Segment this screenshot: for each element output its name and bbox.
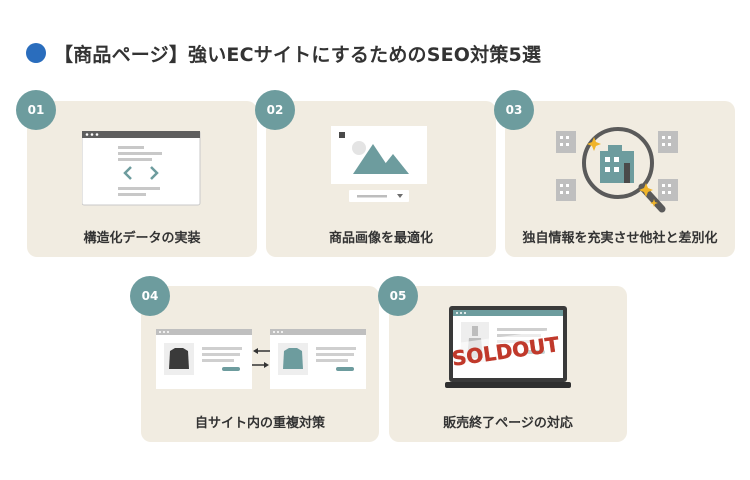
magnifier-building-icon bbox=[556, 127, 678, 213]
card-number-badge: 01 bbox=[16, 90, 56, 130]
soldout-monitor-icon: SOLDOUT bbox=[445, 306, 571, 388]
card-number-badge: 03 bbox=[494, 90, 534, 130]
image-optimize-icon bbox=[331, 126, 427, 202]
card-label: 独自情報を充実させ他社と差別化 bbox=[522, 231, 718, 246]
card-duplicate-content: 自サイト内の重複対策 bbox=[141, 286, 379, 442]
card-image-optimize: 商品画像を最適化 bbox=[266, 101, 496, 257]
page-heading: 【商品ページ】強いECサイトにするためのSEO対策5選 bbox=[26, 38, 541, 68]
card-number-badge: 05 bbox=[378, 276, 418, 316]
card-discontinued-page: SOLDOUT 販売終了ページの対応 bbox=[389, 286, 627, 442]
duplicate-pages-icon bbox=[156, 329, 366, 389]
card-label: 販売終了ページの対応 bbox=[443, 416, 573, 431]
code-window-icon bbox=[82, 131, 201, 206]
card-number-badge: 04 bbox=[130, 276, 170, 316]
page-title: 【商品ページ】強いECサイトにするためのSEO対策5選 bbox=[54, 43, 542, 66]
card-label: 自サイト内の重複対策 bbox=[194, 416, 325, 431]
card-label: 構造化データの実装 bbox=[83, 231, 201, 246]
card-original-content: 独自情報を充実させ他社と差別化 bbox=[505, 101, 735, 257]
card-number-badge: 02 bbox=[255, 90, 295, 130]
card-structured-data: 構造化データの実装 bbox=[27, 101, 257, 257]
card-label: 商品画像を最適化 bbox=[328, 231, 433, 246]
heading-bullet-icon bbox=[26, 43, 46, 63]
